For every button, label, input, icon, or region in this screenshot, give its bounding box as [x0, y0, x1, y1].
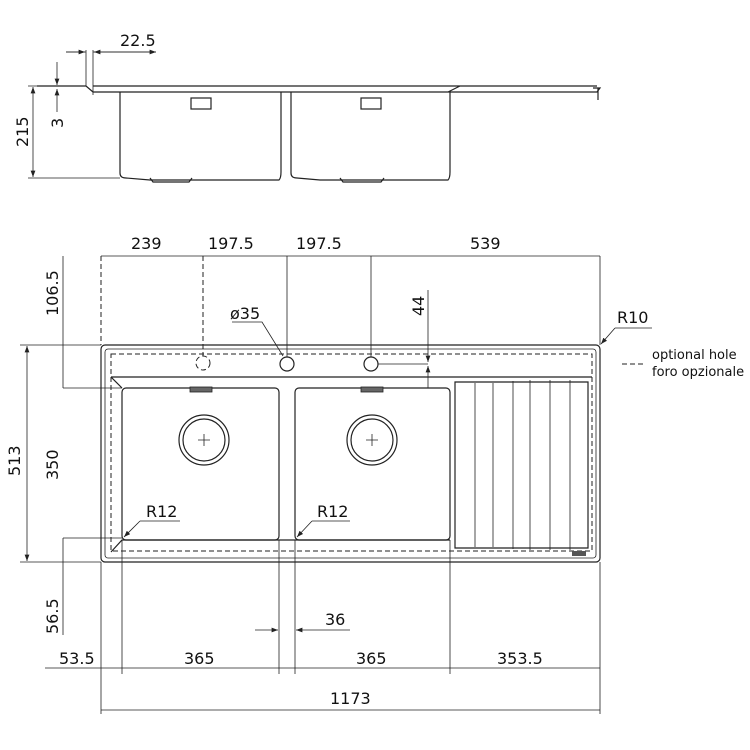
dim-depth: 215 — [13, 116, 32, 147]
legend-foro-opzionale: foro opzionale — [652, 365, 744, 380]
countertop-profile — [37, 85, 602, 93]
legend: optional hole foro opzionale — [622, 348, 744, 380]
dim-total-width: 1173 — [330, 689, 371, 708]
side-view: 22.5 3 215 — [13, 31, 602, 183]
dim-corner-radius: R10 — [617, 308, 648, 327]
right-overflow — [360, 386, 384, 393]
dim-hole-offset: 44 — [409, 296, 428, 316]
dim-total-depth: 513 — [5, 445, 24, 476]
plan-view: 239 197.5 197.5 539 ø35 44 R10 R12 R12 5… — [5, 234, 652, 714]
dim-top-3: 197.5 — [296, 234, 342, 253]
dim-bowl-radius-left: R12 — [146, 502, 177, 521]
tap-hole — [279, 356, 295, 372]
dim-top-4: 539 — [470, 234, 501, 253]
dim-top-margin: 106.5 — [43, 270, 62, 316]
dim-bottom-1: 53.5 — [59, 649, 95, 668]
dim-bottom-4: 353.5 — [497, 649, 543, 668]
tap-hole-2 — [363, 356, 379, 372]
drainboard — [454, 380, 589, 556]
left-bowl-profile — [119, 92, 282, 181]
dim-bowl-radius-right: R12 — [317, 502, 348, 521]
right-bowl-profile — [290, 92, 451, 181]
dim-top-2: 197.5 — [208, 234, 254, 253]
dim-bowl-depth: 350 — [43, 449, 62, 480]
drain-outlets — [149, 177, 385, 183]
dim-divider: 36 — [325, 610, 345, 629]
dim-hole-diameter: ø35 — [230, 304, 260, 323]
optional-hole-zone — [110, 353, 593, 552]
legend-optional-hole: optional hole — [652, 348, 737, 363]
outer-rim — [100, 344, 601, 563]
dim-rim: 3 — [48, 118, 67, 128]
right-overflow — [360, 97, 382, 110]
dim-top-1: 239 — [131, 234, 162, 253]
dim-bottom-3: 365 — [356, 649, 387, 668]
left-drain — [178, 414, 230, 466]
left-overflow — [189, 386, 213, 393]
dim-bottom-2: 365 — [184, 649, 215, 668]
left-overflow — [190, 97, 212, 110]
dim-bottom-margin: 56.5 — [43, 598, 62, 634]
dim-lip: 22.5 — [120, 31, 156, 50]
optional-tap-hole — [195, 355, 211, 371]
right-drain — [346, 414, 398, 466]
